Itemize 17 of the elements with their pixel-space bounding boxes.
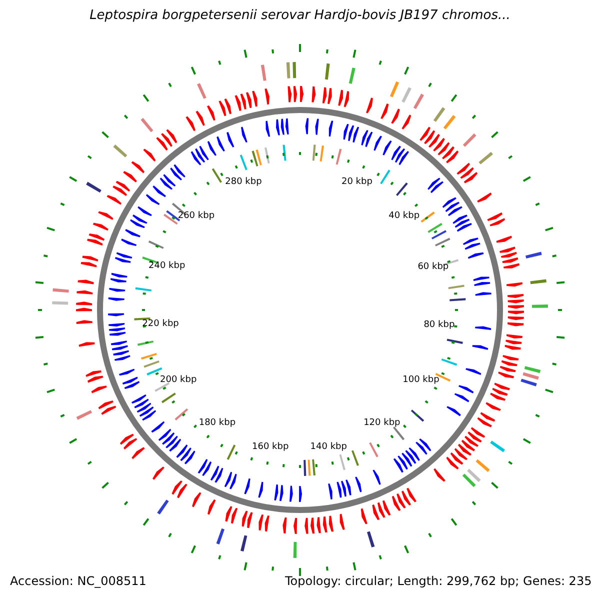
accession-text: Accession: NC_008511 xyxy=(10,574,146,588)
summary-text: Topology: circular; Length: 299,762 bp; Genes: 235 xyxy=(285,574,592,588)
tick-label: 20 kbp xyxy=(341,177,372,188)
tick-label: 220 kbp xyxy=(142,319,179,330)
tick-label: 260 kbp xyxy=(178,210,215,221)
title: Leptospira borgpetersenii serovar Hardjo-bovis JB197 chromos... xyxy=(88,8,512,23)
tick-label: 140 kbp xyxy=(310,442,347,452)
tick-label: 100 kbp xyxy=(402,375,440,386)
tick-label: 160 kbp xyxy=(252,442,289,452)
tick-label: 180 kbp xyxy=(198,418,236,428)
tick-label: 240 kbp xyxy=(148,261,186,272)
tick-label: 80 kbp xyxy=(424,320,455,330)
tick-label: 280 kbp xyxy=(225,176,262,187)
tick-label: 40 kbp xyxy=(388,211,420,222)
tick-label: 60 kbp xyxy=(418,262,449,272)
tick-label: 200 kbp xyxy=(160,374,197,385)
tick-label: 120 kbp xyxy=(364,418,400,428)
